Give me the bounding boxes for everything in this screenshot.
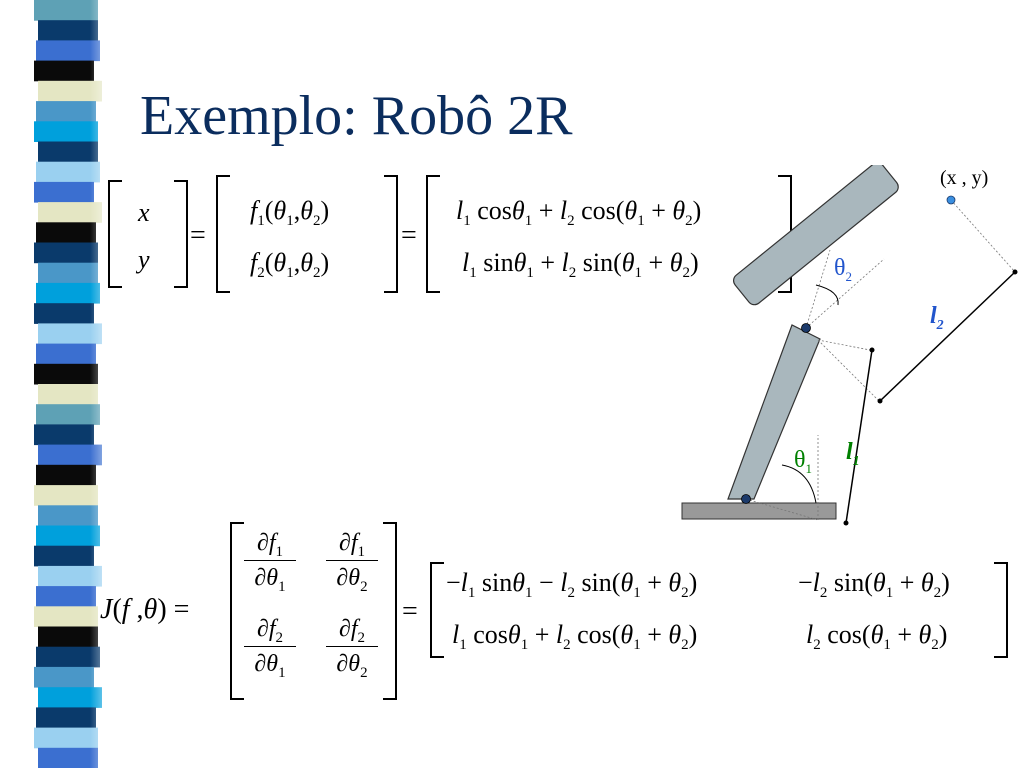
partial-f2-theta1: ∂f2∂θ1 [244, 614, 296, 681]
y-variable: y [138, 245, 150, 274]
matrix-bracket-right [174, 180, 188, 288]
theta2-arc [815, 284, 839, 306]
equals-sign: = [190, 220, 206, 251]
jacobian-entry-22: l2 cos(θ1 + θ2) [806, 620, 948, 653]
partial-f1-theta1: ∂f1∂θ1 [244, 528, 296, 595]
jacobian-entry-12: −l2 sin(θ1 + θ2) [798, 568, 950, 601]
l1-dimension-end [843, 520, 849, 526]
f1-function: f1(θ1,θ2) [250, 196, 330, 229]
jacobian-symbol: J(f ,θ) = [100, 594, 190, 625]
matrix-bracket-left [108, 180, 122, 288]
x-expression: l1 cosθ1 + l2 cos(θ1 + θ2) [456, 196, 702, 229]
matrix-bracket-right [994, 562, 1008, 658]
partial-f2-theta2: ∂f2∂θ2 [326, 614, 378, 681]
end-effector-point [946, 195, 956, 205]
robot-link-2 [732, 162, 899, 306]
l1-label: l1 [846, 439, 860, 469]
base-joint [741, 494, 751, 504]
l2-label: l2 [930, 303, 944, 333]
l2-dimension-line [879, 271, 1016, 402]
x-variable: x [138, 198, 150, 227]
l1-dimension-line [845, 349, 873, 524]
theta2-label: θ2 [834, 255, 852, 284]
y-expression: l1 sinθ1 + l2 sin(θ1 + θ2) [462, 248, 699, 281]
robot-base [681, 502, 837, 520]
robot-2r-diagram: (x , y) θ2 l2 θ1 l1 [660, 162, 1024, 535]
theta1-arc [781, 464, 817, 504]
equals-sign: = [402, 596, 418, 627]
matrix-bracket-right [383, 522, 397, 700]
reference-lines [745, 199, 1016, 521]
f2-function: f2(θ1,θ2) [250, 248, 330, 281]
equals-sign: = [401, 220, 417, 251]
stripe-pattern [0, 0, 120, 769]
theta1-label: θ1 [794, 447, 812, 476]
jacobian-entry-11: −l1 sinθ1 − l2 sin(θ1 + θ2) [446, 568, 698, 601]
matrix-bracket-left [426, 175, 440, 293]
decorative-stripe [0, 0, 120, 769]
l1-dimension-end [869, 347, 875, 353]
matrix-bracket-left [430, 562, 444, 658]
matrix-bracket-right [384, 175, 398, 293]
partial-f1-theta2: ∂f1∂θ2 [326, 528, 378, 595]
l2-dimension-end [877, 398, 883, 404]
matrix-bracket-left [230, 522, 244, 700]
jacobian-entry-21: l1 cosθ1 + l2 cos(θ1 + θ2) [452, 620, 698, 653]
end-effector-label: (x , y) [940, 167, 989, 189]
elbow-joint [801, 323, 811, 333]
page-title: Exemplo: Robô 2R [140, 85, 573, 147]
l2-dimension-end [1012, 269, 1018, 275]
matrix-bracket-left [216, 175, 230, 293]
robot-arm-drawing [681, 162, 1018, 526]
